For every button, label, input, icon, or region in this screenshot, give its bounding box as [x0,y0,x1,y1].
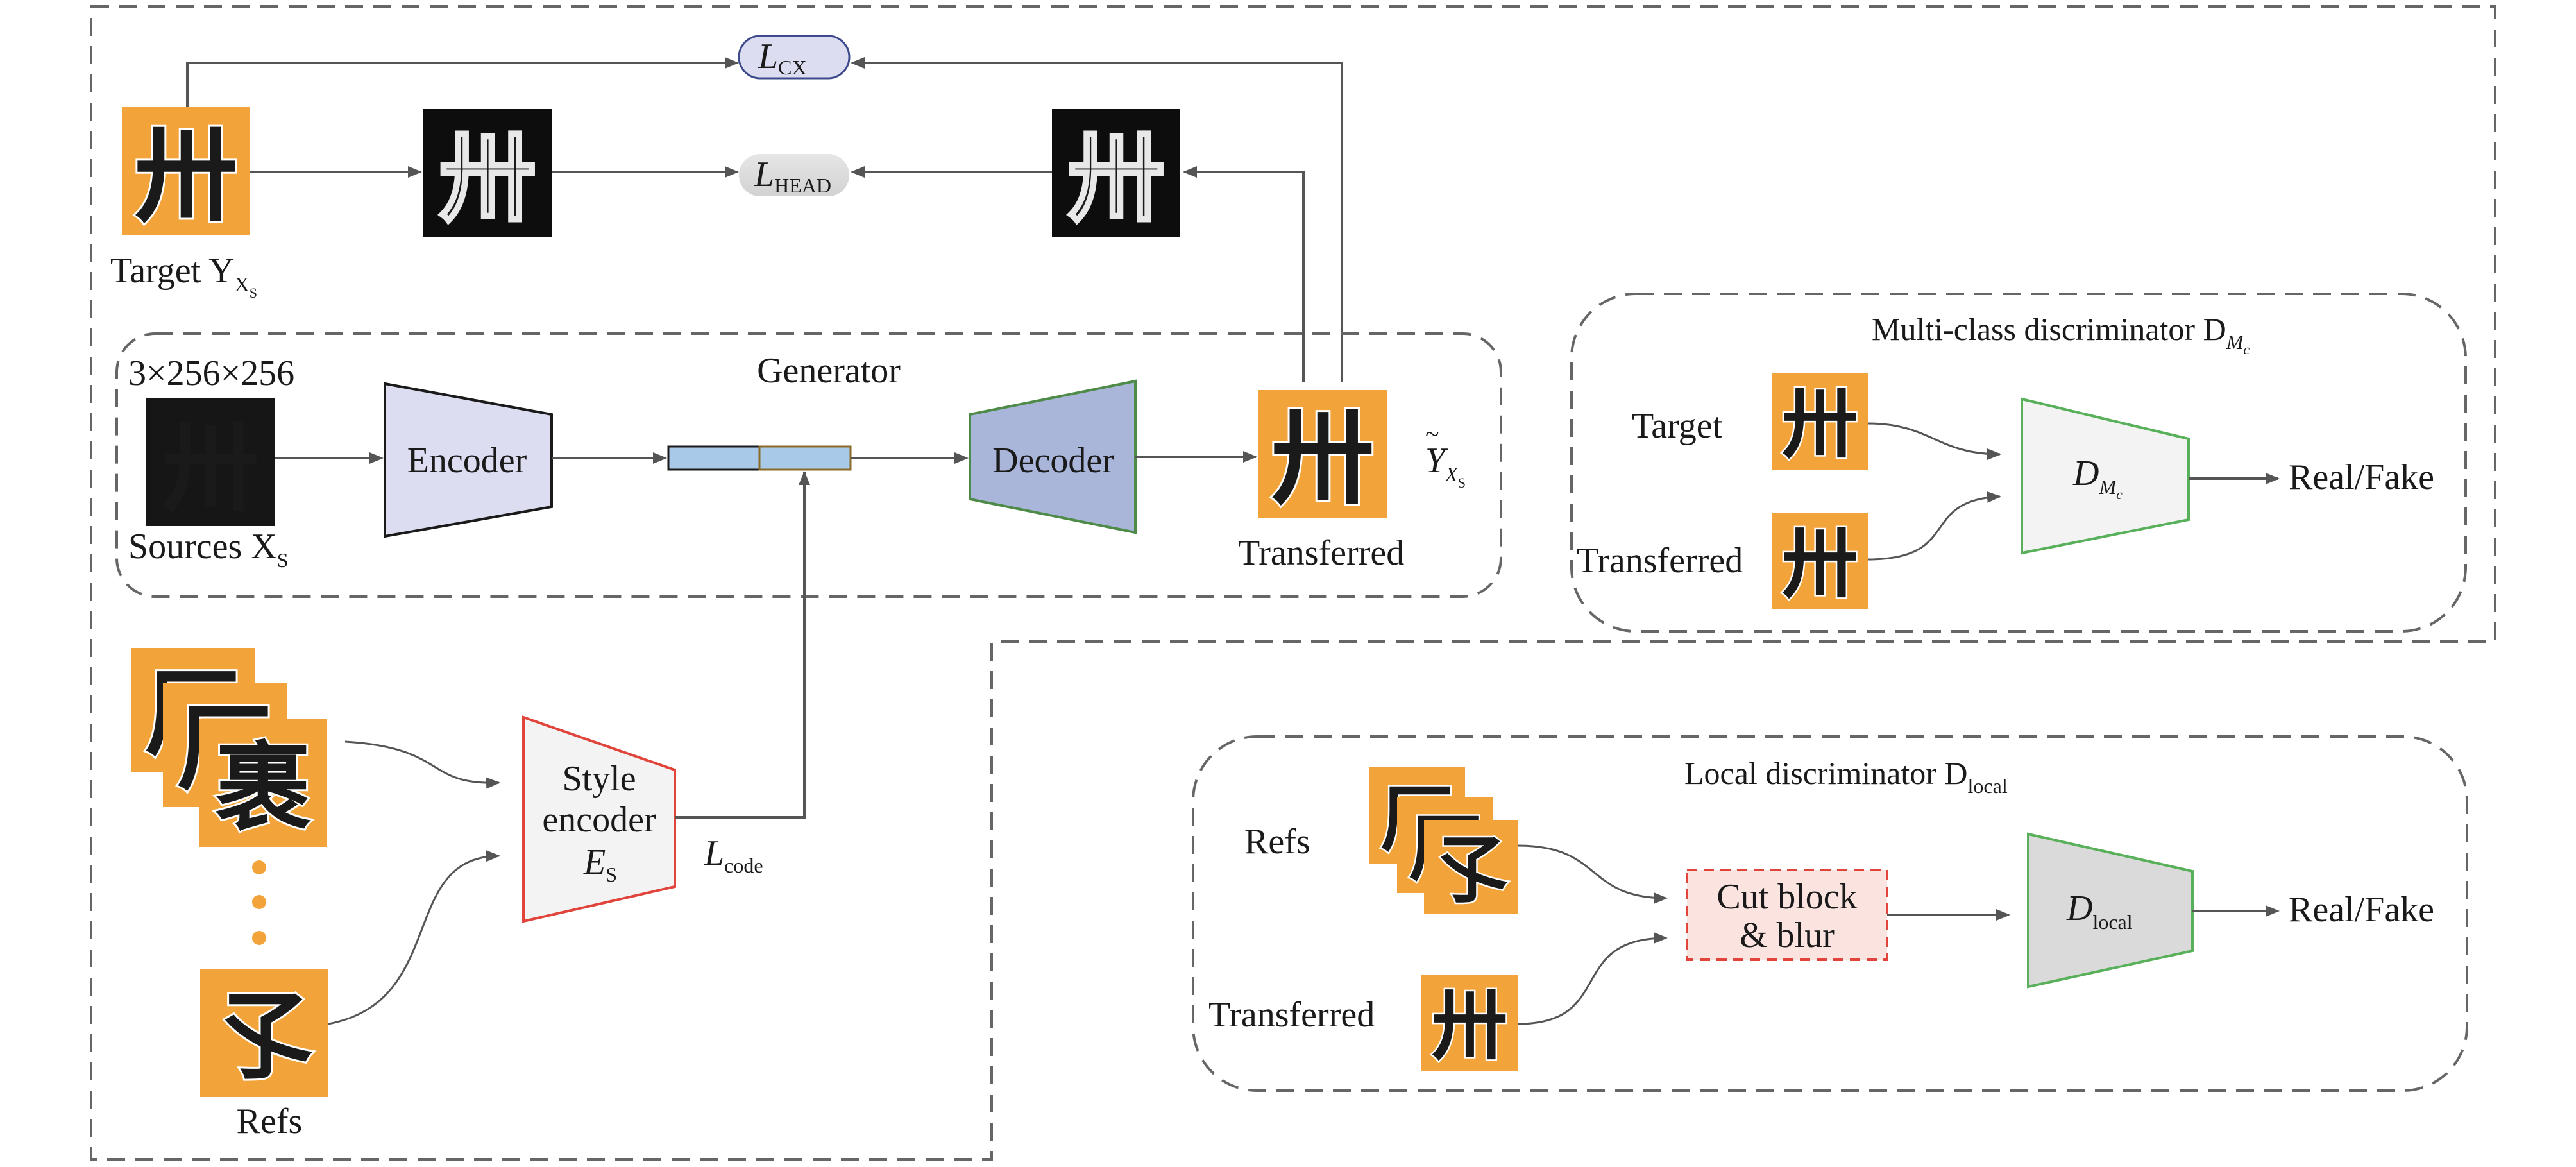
arrow-local-transferred [1517,932,1668,1025]
style-encoder-block [522,715,676,923]
local-disc-block [2027,832,2194,989]
cut-block-box [1686,869,1888,961]
arrow-style-to-code [675,471,810,819]
multiclass-output-label: Real/Fake [2289,457,2434,497]
cut-block-line2: & blur [1740,916,1835,955]
y-tilde-label: YXS [1425,441,1466,491]
svg-text:卅: 卅 [1782,520,1858,608]
local-transferred-tile: 卅 [1421,975,1518,1072]
style-encoder-line2: encoder [542,800,656,840]
multiclass-transferred-label: Transferred [1577,541,1743,581]
style-encoder-line1: Style [562,759,636,799]
target-edge-image: 卅 [423,109,552,237]
y-tilde-accent: ~ [1425,420,1439,448]
svg-text:孓: 孓 [216,982,313,1093]
decoder-block [969,379,1137,534]
multiclass-disc-block [2021,397,2190,555]
loss-head: LHEAD [739,154,849,197]
arrow-mc-transferred [1867,491,2001,561]
decoder-label: Decoder [992,441,1114,481]
multiclass-box [1570,293,2467,633]
transferred-glyph: 卅 [1271,398,1374,518]
target-glyph: 卅 [135,116,237,236]
arrow-refs-to-style-encoder [344,740,500,789]
ellipsis-dot-1 [252,860,266,874]
generator-box [115,332,1502,598]
generator-title: Generator [757,351,901,391]
ellipsis-dot-3 [252,931,266,945]
multiclass-disc-label: DMc [2072,454,2123,502]
refs-label-left: Refs [237,1102,303,1141]
svg-text:卅: 卅 [1782,380,1858,468]
local-transferred-label: Transferred [1208,995,1375,1035]
local-title: Local discriminator Dlocal [1684,755,2008,797]
sources-label: Sources XS [128,527,289,572]
arrow-mc-target [1867,422,2001,460]
transferred-edge-glyph: 卅 [1068,123,1164,235]
dims-label: 3×256×256 [128,354,294,393]
ref-tile-3: 裹 [199,719,327,847]
cut-block-line1: Cut block [1716,877,1857,917]
source-tile: 卅 [146,398,275,526]
transferred-edge-image: 卅 [1052,109,1180,237]
arrow-target-to-lcx [186,57,739,107]
transferred-tile: 卅 [1258,390,1387,520]
local-box [1192,735,2468,1092]
arrow-transferred-to-lcx [851,57,1343,382]
arrow-transferred-to-edge [1183,166,1305,382]
loss-code: Lcode [704,833,763,877]
target-tile: 卅 [122,107,250,238]
multiclass-transferred-tile: 卅 [1772,513,1868,610]
arrow-ref4-to-style-encoder [328,850,500,1025]
arrow-local-refs [1517,844,1668,904]
loss-cx: LCX [738,35,851,80]
source-glyph: 卅 [162,413,258,525]
encoder-label: Encoder [407,441,527,481]
svg-text:LHEAD: LHEAD [754,155,831,197]
multiclass-target-label: Target [1632,406,1723,446]
svg-text:卅: 卅 [1432,982,1507,1070]
encoder-block [384,382,553,538]
outer-boundary [90,5,2496,1161]
ref-tile-4: 孓 [200,969,328,1097]
multiclass-target-tile: 卅 [1772,373,1868,470]
style-encoder-symbol: ES [583,842,617,886]
target-label: Target YXS [110,251,257,301]
local-output-label: Real/Fake [2289,890,2434,930]
svg-text:LCX: LCX [758,37,807,79]
local-disc-label: Dlocal [2066,889,2133,933]
local-ref-tile-3: 孓 [1424,820,1518,916]
target-edge-glyph: 卅 [439,123,536,235]
local-refs-label: Refs [1244,822,1310,862]
multiclass-title: Multi-class discriminator DMc [1872,311,2250,357]
transferred-label: Transferred [1238,533,1404,573]
latent-code [667,445,852,471]
svg-text:裹: 裹 [215,733,311,844]
svg-text:孓: 孓 [1434,828,1508,914]
ellipsis-dot-2 [252,895,266,909]
